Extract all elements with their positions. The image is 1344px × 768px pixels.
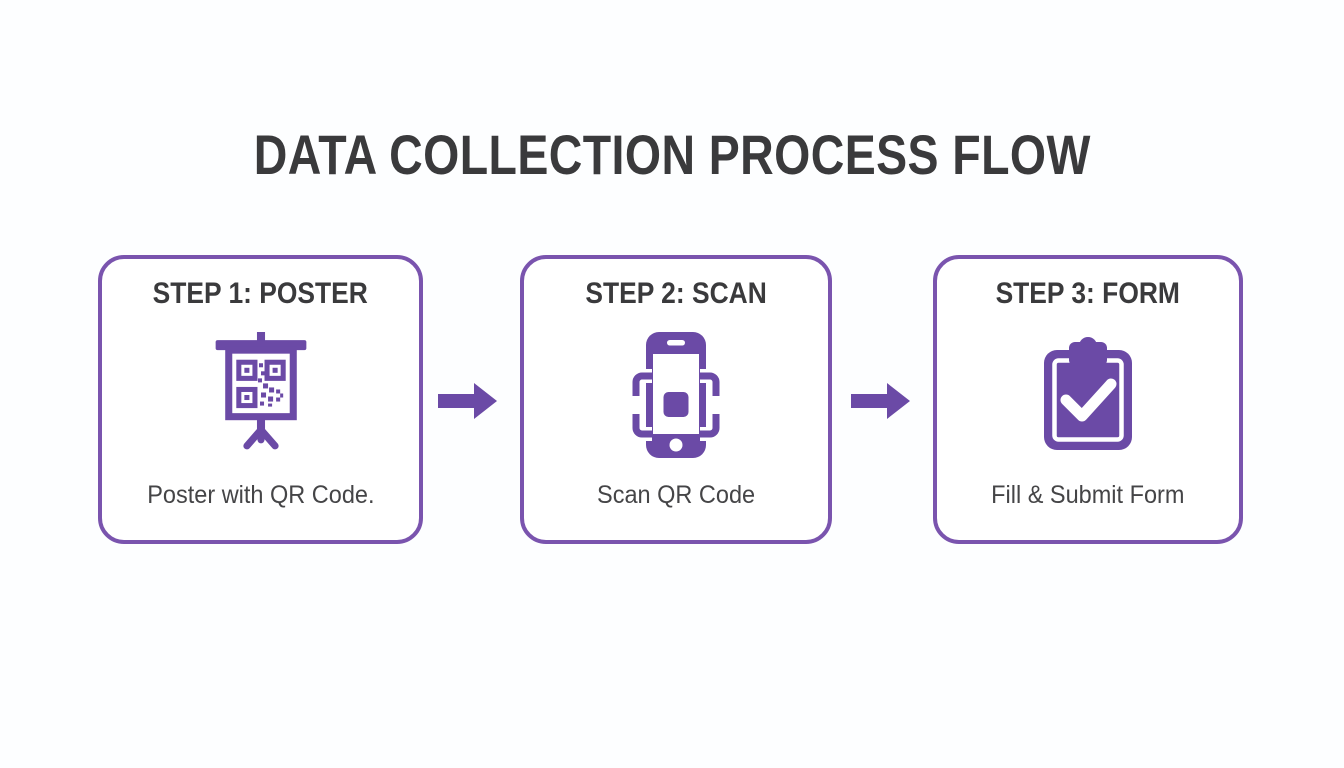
step-2-heading: STEP 2: SCAN — [585, 277, 767, 310]
flow-arrow-icon — [438, 383, 497, 419]
step-card-form: STEP 3: FORM Fill & Submit Form — [933, 255, 1243, 544]
step-3-heading: STEP 3: FORM — [995, 277, 1181, 310]
phone-scan-icon — [629, 332, 723, 458]
step-3-caption: Fill & Submit Form — [991, 481, 1185, 509]
step-1-caption: Poster with QR Code. — [146, 481, 375, 509]
flow-arrow-icon — [851, 383, 910, 419]
step-card-poster: STEP 1: POSTER — [98, 255, 423, 544]
poster-qr-icon — [215, 332, 306, 450]
clipboard-check-icon — [1044, 337, 1132, 450]
page-title: DATA COLLECTION PROCESS FLOW — [253, 123, 1091, 186]
step-1-heading: STEP 1: POSTER — [152, 277, 369, 310]
step-card-scan: STEP 2: SCAN — [520, 255, 832, 544]
page-title-wrap: DATA COLLECTION PROCESS FLOW — [0, 122, 1344, 187]
step-2-caption: Scan QR Code — [596, 481, 756, 509]
